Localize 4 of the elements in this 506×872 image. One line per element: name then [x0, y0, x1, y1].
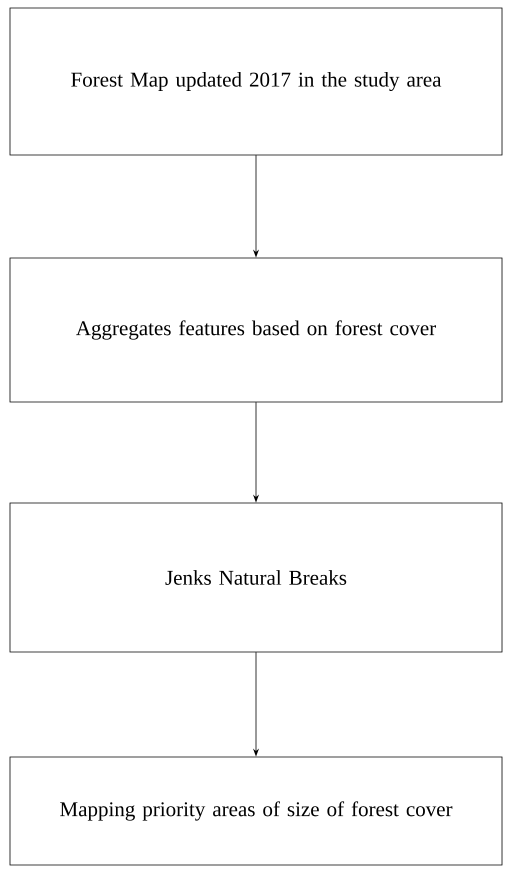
- process-box: Forest Map updated 2017 in the study area: [10, 8, 502, 156]
- process-box: Mapping priority areas of size of forest cover: [10, 756, 502, 866]
- process-box: Aggregates features based on forest cover: [10, 258, 502, 402]
- process-box: Jenks Natural Breaks: [10, 502, 502, 652]
